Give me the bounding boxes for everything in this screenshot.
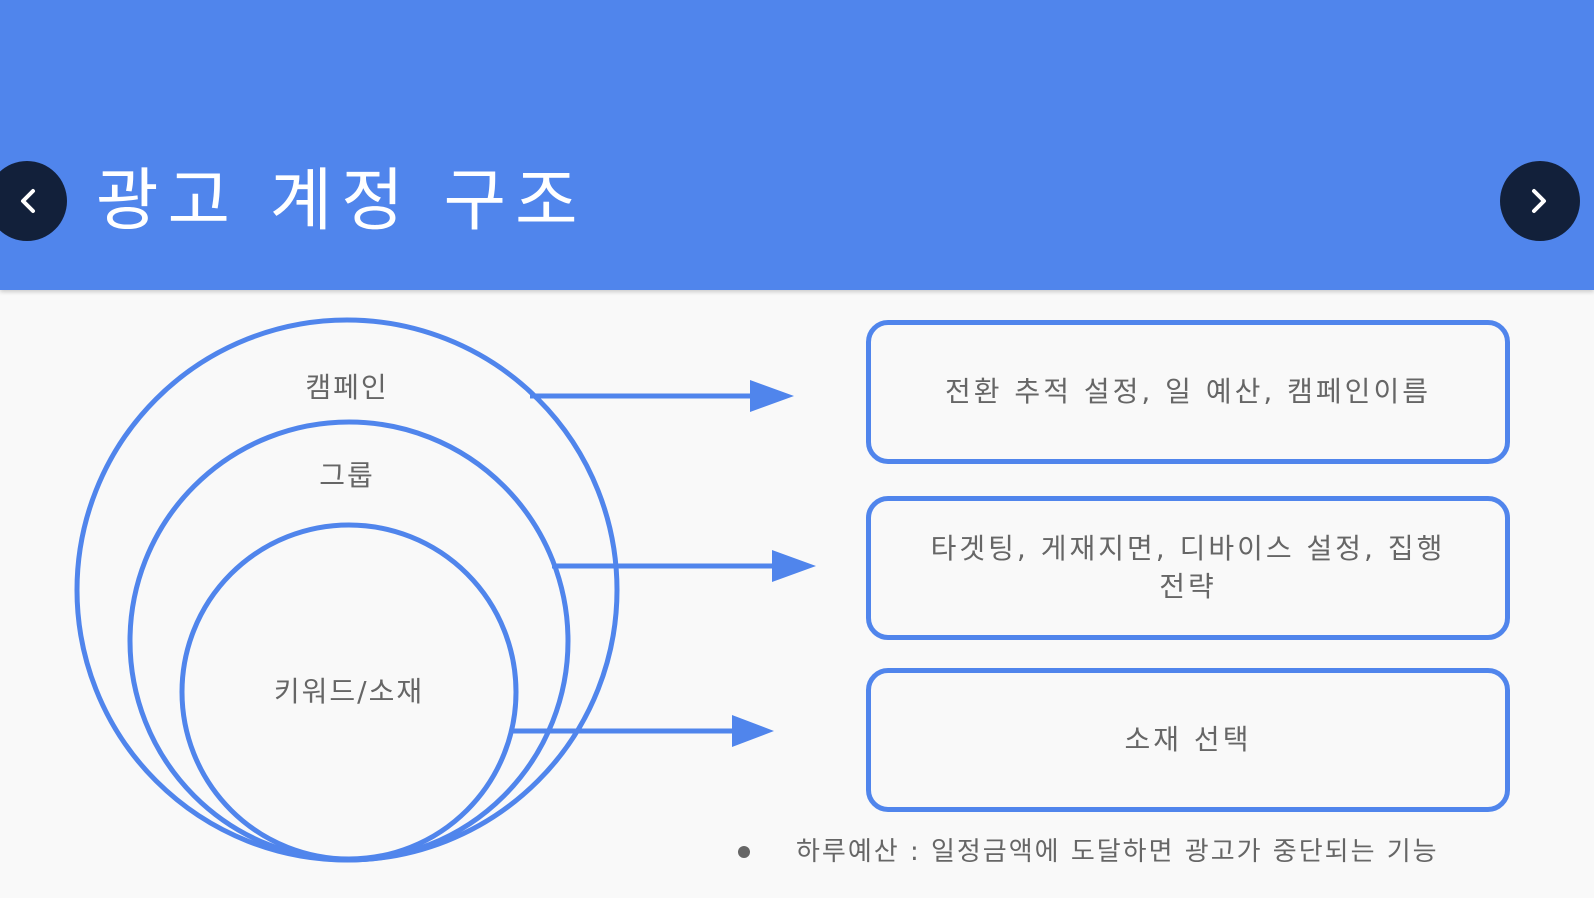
slide-title: 광고 계정 구조 <box>96 162 587 241</box>
keyword-creative-arrow <box>512 715 774 747</box>
campaign-arrow <box>530 380 794 412</box>
creative-settings-text: 소재 선택 <box>1124 723 1252 756</box>
daily-budget-note: 하루예산 : 일정금액에 도달하면 광고가 중단되는 기능 <box>738 832 1439 872</box>
bullet-icon <box>738 846 750 858</box>
keyword-creative-circle <box>179 522 519 862</box>
chevron-left-icon <box>21 189 35 213</box>
daily-budget-note-text: 하루예산 : 일정금액에 도달하면 광고가 중단되는 기능 <box>796 837 1439 867</box>
prev-slide-button[interactable] <box>0 161 67 241</box>
campaign-label: 캠페인 <box>305 371 389 404</box>
group-settings-box: 타겟팅, 게재지면, 디바이스 설정, 집행전략 <box>866 496 1510 640</box>
keyword-creative-label: 키워드/소재 <box>273 675 425 708</box>
campaign-settings-box: 전환 추적 설정, 일 예산, 캠페인이름 <box>866 320 1510 464</box>
slide-header: 광고 계정 구조 <box>0 0 1594 290</box>
campaign-settings-text: 전환 추적 설정, 일 예산, 캠페인이름 <box>945 375 1431 408</box>
creative-settings-box: 소재 선택 <box>866 668 1510 812</box>
chevron-right-icon <box>1532 189 1546 213</box>
group-settings-text: 타겟팅, 게재지면, 디바이스 설정, 집행전략 <box>930 532 1446 603</box>
next-slide-button[interactable] <box>1500 161 1580 241</box>
group-arrow <box>552 550 816 582</box>
group-label: 그룹 <box>319 459 375 492</box>
